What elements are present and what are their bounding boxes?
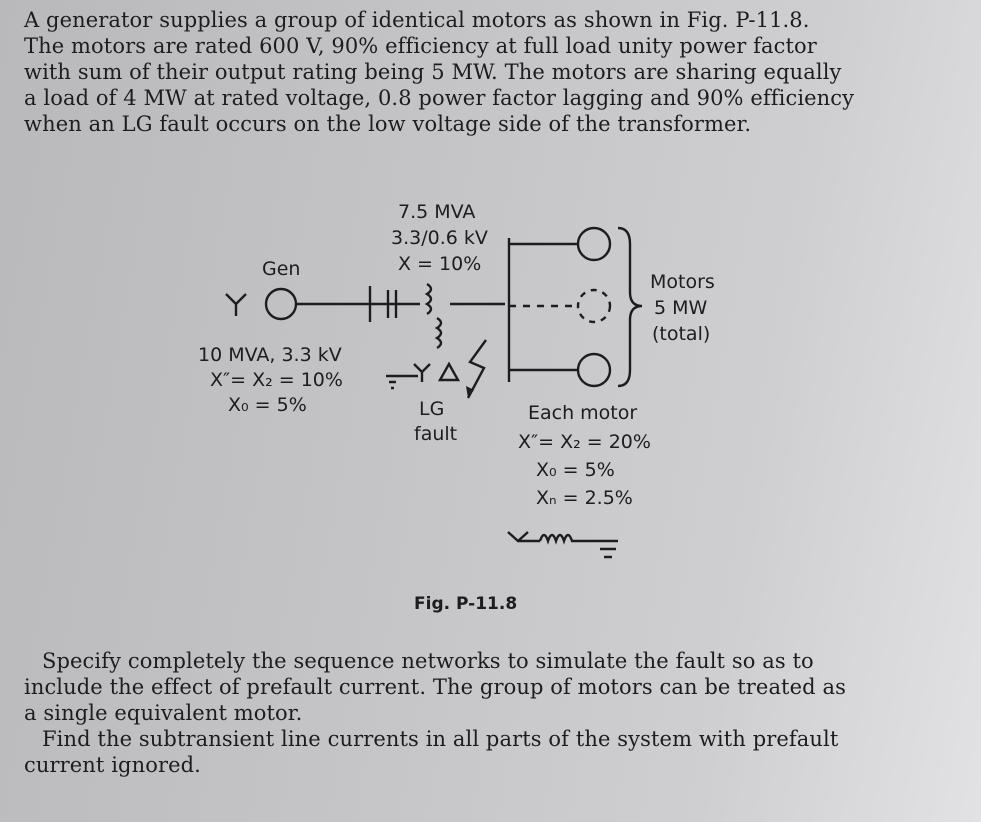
text-line: include the effect of prefault current. … — [24, 675, 846, 699]
transformer-symbol — [424, 282, 443, 350]
text-line: Specify completely the sequence networks… — [42, 649, 814, 673]
text-line: Find the subtransient line currents in a… — [42, 727, 839, 751]
arrow-head-icon — [466, 386, 474, 398]
problem-statement: A generator supplies a group of identica… — [24, 7, 959, 137]
transformer-reactance: X = 10% — [398, 253, 481, 275]
fault-label: LG — [419, 398, 444, 420]
motors-total: (total) — [652, 323, 710, 345]
text-line: a load of 4 MW at rated voltage, 0.8 pow… — [24, 86, 855, 110]
text-line: when an LG fault occurs on the low volta… — [24, 112, 752, 136]
each-motor-neutral: Xₙ = 2.5% — [536, 487, 633, 509]
each-motor-reactance: X″= X₂ = 20% — [518, 431, 651, 453]
text-line: with sum of their output rating being 5 … — [24, 60, 842, 84]
wye-delta-symbol — [386, 361, 461, 390]
transformer-voltage: 3.3/0.6 kV — [391, 227, 488, 249]
generator-rating: 10 MVA, 3.3 kV — [198, 344, 342, 366]
motors-rating: 5 MW — [654, 297, 708, 319]
fault-arrow-icon — [466, 339, 487, 399]
text-line: A generator supplies a group of identica… — [24, 8, 810, 32]
transformer-rating: 7.5 MVA — [398, 201, 475, 223]
generator-zero-seq: X₀ = 5% — [228, 394, 307, 416]
each-motor-zero-seq: X₀ = 5% — [536, 459, 615, 481]
generator-label: Gen — [262, 258, 300, 280]
each-motor-label: Each motor — [528, 402, 637, 424]
question-text: Specify completely the sequence networks… — [24, 648, 959, 778]
figure-caption: Fig. P-11.8 — [414, 594, 517, 614]
motor-symbol — [576, 288, 612, 324]
text-line: The motors are rated 600 V, 90% efficien… — [24, 34, 817, 58]
generator-symbol — [264, 287, 298, 321]
brace-icon — [617, 226, 643, 388]
text-line: current ignored. — [24, 753, 201, 777]
generator-reactance: X″= X₂ = 10% — [210, 369, 343, 391]
neutral-ground-symbol — [507, 531, 618, 559]
text-line: a single equivalent motor. — [24, 701, 303, 725]
motor-symbol — [576, 352, 612, 388]
bus-bar — [386, 290, 398, 318]
motor-symbol — [576, 226, 612, 262]
fault-label: fault — [414, 423, 457, 445]
wye-grounded-symbol — [225, 293, 247, 316]
motors-label: Motors — [650, 271, 715, 293]
